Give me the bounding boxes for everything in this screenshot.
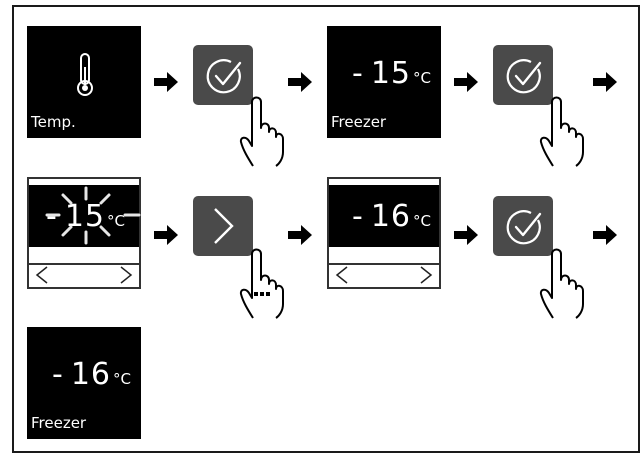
hand-pointer-icon (539, 96, 584, 167)
arrow-right-icon (454, 225, 478, 245)
freezer-panel-1: -15°C Freezer (327, 26, 441, 138)
diagram-frame (12, 5, 640, 453)
temp-label: Temp. (31, 113, 76, 131)
freezer-panel-2: -16°C Freezer (27, 327, 141, 439)
temperature-value: -16°C (52, 357, 131, 392)
arrow-right-icon (288, 225, 312, 245)
check-circle-icon (506, 210, 542, 245)
navigation-strip (329, 263, 439, 287)
check-circle-icon (206, 59, 242, 94)
check-circle-icon (506, 59, 542, 94)
next-button[interactable] (193, 196, 253, 256)
set-panel: -16°C (327, 177, 441, 289)
arrow-right-icon (593, 225, 617, 245)
blink-rays-icon (45, 186, 141, 245)
hand-pointer-icon (239, 96, 284, 167)
blink-panel: -15°C (27, 177, 141, 289)
thermometer-icon (77, 53, 93, 96)
confirm-button[interactable] (193, 45, 253, 105)
confirm-button[interactable] (493, 196, 553, 256)
display-area: -16°C (329, 185, 439, 247)
chevron-left-icon (335, 266, 348, 284)
arrow-right-icon (454, 72, 478, 92)
display-area: -15°C (29, 185, 141, 247)
hand-pointer-icon (239, 248, 284, 319)
freezer-label: Freezer (31, 414, 87, 432)
confirm-button[interactable] (493, 45, 553, 105)
arrow-right-icon (288, 72, 312, 92)
arrow-right-icon (154, 225, 178, 245)
temperature-value: -16°C (352, 199, 431, 234)
chevron-right-icon (120, 266, 133, 284)
arrow-right-icon (593, 72, 617, 92)
freezer-label: Freezer (331, 113, 387, 131)
navigation-strip (29, 263, 139, 287)
chevron-left-icon (35, 266, 48, 284)
temp-panel: Temp. (27, 26, 141, 138)
arrow-right-icon (154, 72, 178, 92)
chevron-right-icon (214, 208, 234, 244)
chevron-right-icon (420, 266, 433, 284)
hand-pointer-icon (539, 248, 584, 319)
temperature-value: -15°C (352, 56, 431, 91)
